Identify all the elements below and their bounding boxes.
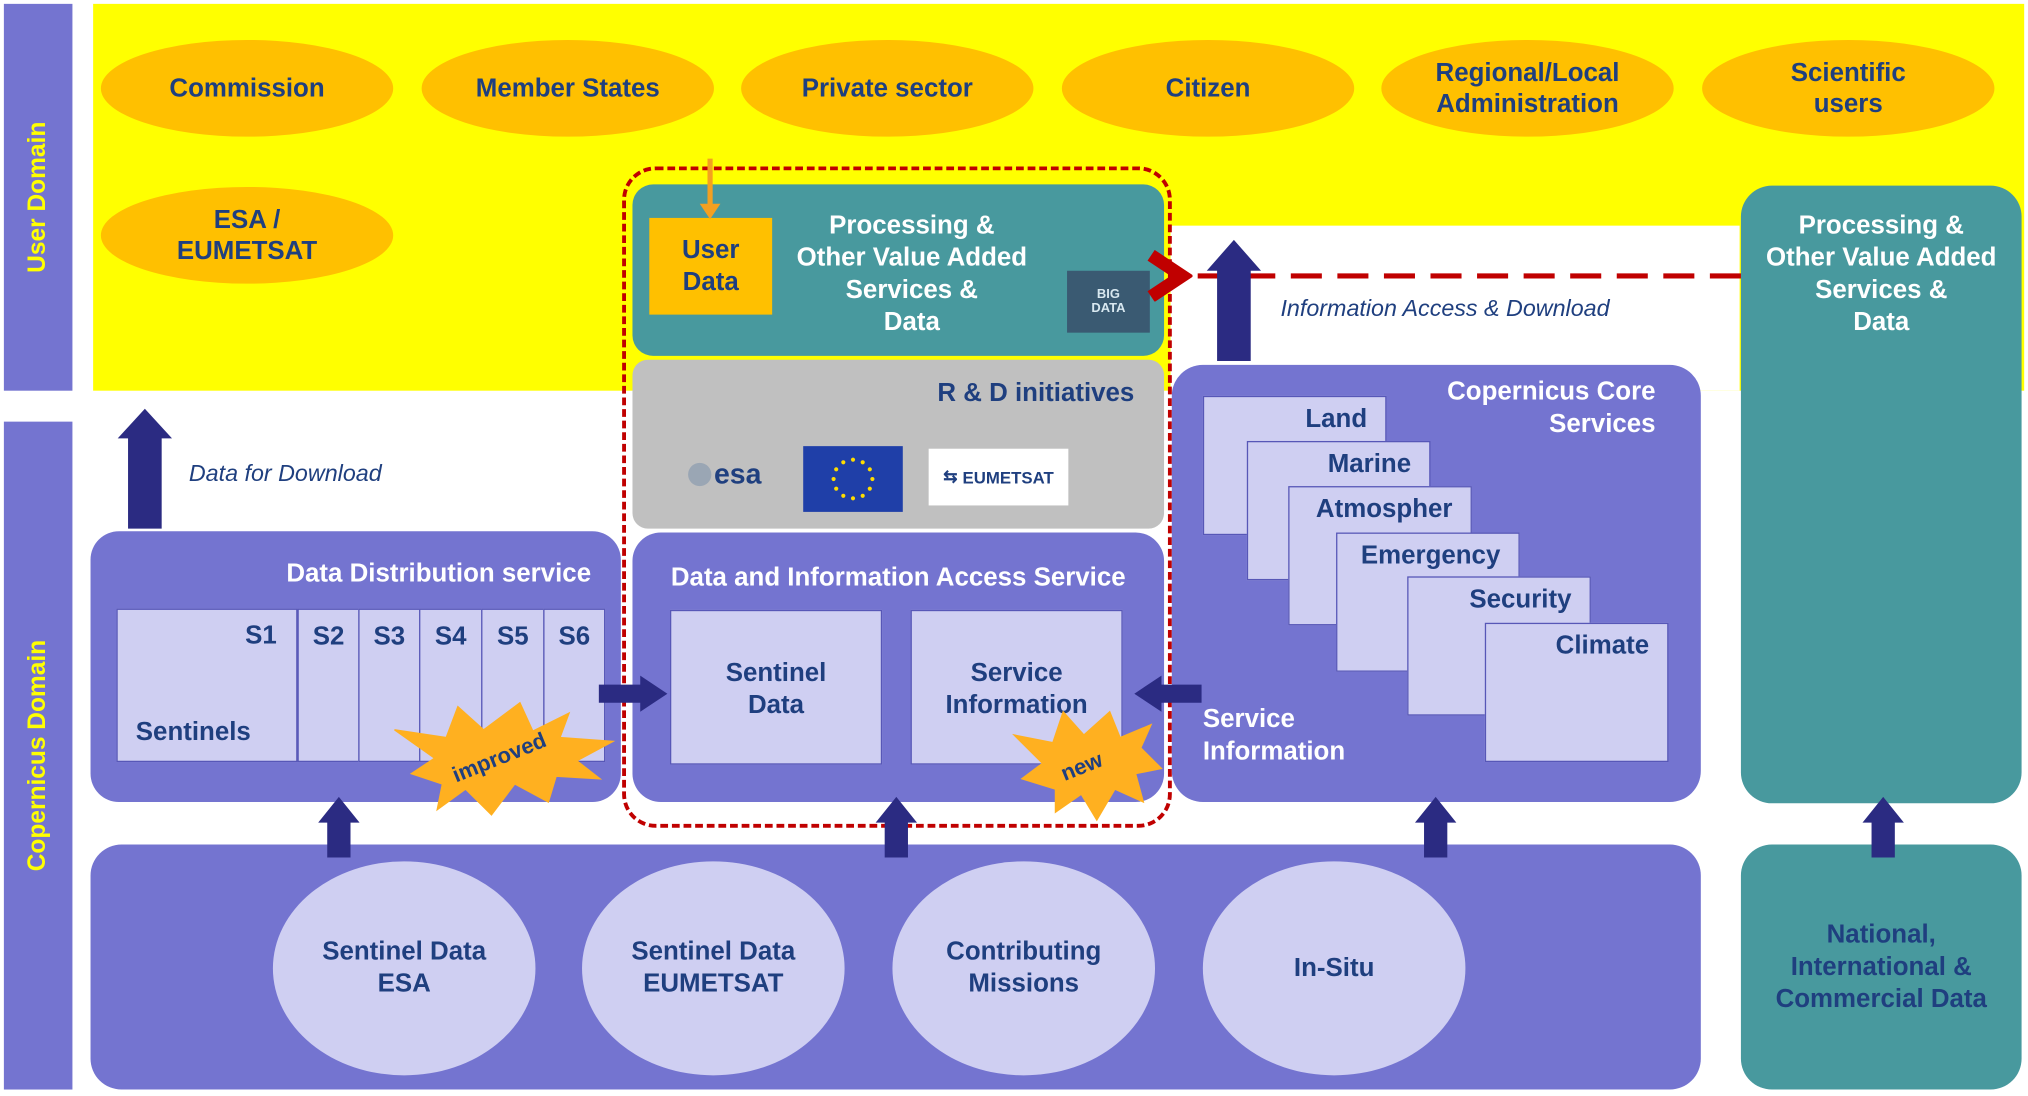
eu-flag-logo: [803, 446, 903, 512]
source-in-situ: In-Situ: [1202, 861, 1466, 1076]
esa-logo-mark: [688, 462, 712, 487]
eu-stars-icon: [831, 457, 875, 501]
user-entity-esa-eumetsat: ESA / EUMETSAT: [100, 186, 394, 284]
eu-star: [841, 493, 846, 498]
eumetsat-logo-mark: ⇆: [943, 466, 958, 487]
core-services-title: Copernicus Core Services: [1447, 377, 1656, 439]
sentinel-s1: S1: [245, 621, 277, 650]
service-card-climate: Climate: [1484, 622, 1669, 763]
data-for-download-label: Data for Download: [188, 460, 382, 487]
eu-star: [867, 486, 872, 491]
new-burst: [1012, 710, 1163, 822]
up-arrow-ddas: [318, 796, 360, 858]
user-entity-regional-administration: Regional/Local Administration: [1381, 39, 1674, 137]
right-arrow-ddas-to-dias: [598, 675, 668, 712]
sentinel-s2: S2: [297, 608, 360, 763]
left-arrow-core-to-dias: [1134, 675, 1202, 712]
source-sentinel-esa: Sentinel Data ESA: [272, 861, 536, 1076]
processing-right-title: Processing & Other Value Added Services …: [1766, 211, 1997, 337]
information-access-label: Information Access & Download: [1280, 295, 1610, 322]
copernicus-domain-label: Copernicus Domain: [3, 421, 73, 1090]
big-data-image: BIG DATA: [1067, 270, 1150, 333]
national-commercial-data: National, International & Commercial Dat…: [1740, 844, 2022, 1090]
up-arrow-dias: [875, 796, 918, 858]
user-entity-member-states: Member States: [421, 39, 714, 137]
up-arrow-core: [1414, 796, 1457, 858]
data-distribution-title: Data Distribution service: [286, 559, 592, 588]
sentinels-panel: [116, 608, 298, 763]
user-entity-scientific-users: Scientific users: [1702, 39, 1995, 137]
eu-star: [870, 476, 875, 482]
core-service-information: Service Information: [1202, 705, 1346, 766]
sentinels-label: Sentinels: [135, 718, 251, 747]
source-sentinel-eumetsat: Sentinel Data EUMETSAT: [582, 861, 845, 1076]
up-arrow-national: [1862, 796, 1904, 858]
eu-star: [841, 460, 846, 465]
eumetsat-logo: ⇆EUMETSAT: [928, 448, 1069, 506]
user-entity-citizen: Citizen: [1061, 39, 1355, 137]
dias-title: Data and Information Access Service: [670, 563, 1126, 592]
dias-service-information: Service Information: [910, 609, 1123, 765]
eu-star: [860, 460, 865, 465]
source-contributing-missions: Contributing Missions: [892, 861, 1156, 1076]
esa-logo: esa: [688, 458, 791, 494]
eu-star: [850, 496, 856, 501]
eu-star: [831, 476, 836, 482]
eu-star: [834, 486, 839, 491]
up-arrow-core-to-user: [1206, 239, 1262, 362]
user-domain-label: User Domain: [3, 3, 73, 391]
white-gap-right: [1170, 225, 1740, 391]
up-arrow-data-download: [117, 408, 173, 529]
rd-initiatives-title: R & D initiatives: [937, 379, 1135, 408]
eu-star: [860, 493, 865, 498]
processing-right-box: [1740, 185, 2022, 804]
processing-center-title: Processing & Other Value Added Services …: [796, 211, 1028, 337]
user-entity-private-sector: Private sector: [741, 39, 1034, 137]
eu-star: [834, 467, 839, 472]
improved-burst: [394, 701, 616, 816]
eu-star: [867, 467, 872, 472]
user-data-box: User Data: [649, 217, 773, 315]
user-entity-commission: Commission: [100, 39, 394, 137]
dias-sentinel-data: Sentinel Data: [669, 609, 883, 765]
eu-star: [850, 457, 856, 462]
orange-arrow-head: [699, 203, 721, 220]
